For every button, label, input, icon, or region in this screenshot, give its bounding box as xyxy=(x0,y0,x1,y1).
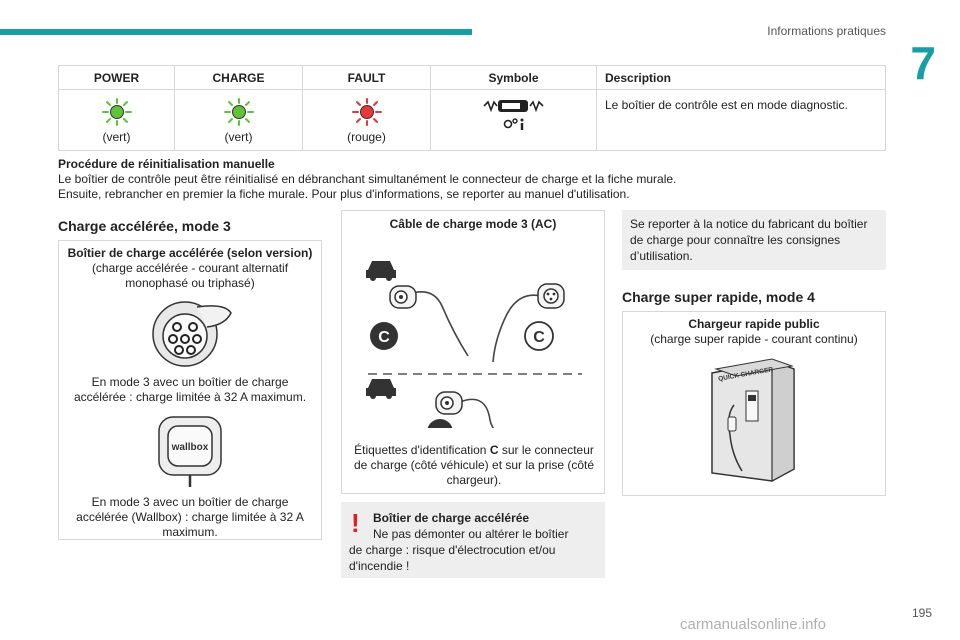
quick-charger-subtitle: (charge super rapide - courant continu) xyxy=(650,332,858,346)
procedure-title: Procédure de réinitialisation manuelle xyxy=(58,157,275,171)
warning-box: ! Boîtier de charge accélérée Ne pas dém… xyxy=(341,502,605,578)
wallbox-device-icon: wallbox xyxy=(158,416,222,487)
cable-caption: Étiquettes d'identification C sur le con… xyxy=(353,443,595,487)
svg-text:C: C xyxy=(533,329,545,346)
table-header-row: POWER CHARGE FAULT Symbole Description xyxy=(58,65,886,90)
charge-led-label: (vert) xyxy=(224,130,253,144)
green-led-icon xyxy=(223,98,254,126)
warning-line-1: Ne pas démonter ou altérer le boîtier xyxy=(373,527,569,541)
warning-line-2: de charge : risque d'électrocution et/ou xyxy=(349,543,556,557)
fault-led-label: (rouge) xyxy=(347,130,386,144)
car-icon xyxy=(366,261,396,281)
wallbox-text-1: En mode 3 avec un boîtier de charge accé… xyxy=(73,375,307,404)
col-fault: FAULT xyxy=(302,65,431,90)
quick-charger-title: Chargeur rapide public xyxy=(688,317,820,331)
col-power: POWER xyxy=(58,65,175,90)
car-icon xyxy=(366,379,396,399)
label-c-filled: C xyxy=(427,419,453,428)
control-box-diagnostic-icon xyxy=(482,100,544,130)
red-led-icon xyxy=(351,98,382,126)
watermark: carmanualsonline.info xyxy=(680,616,826,633)
table-row: (vert) (vert) xyxy=(58,89,886,151)
chapter-number: 7 xyxy=(910,37,936,89)
page-number: 195 xyxy=(911,606,932,620)
wallbox-text-2: En mode 3 avec un boîtier de charge accé… xyxy=(76,495,304,539)
symbol-cell xyxy=(430,89,597,151)
procedure-line-2: Ensuite, rebrancher en premier la fiche … xyxy=(58,187,630,201)
wallbox-box-subtitle: (charge accélérée - courant alternatif m… xyxy=(91,261,289,290)
warning-icon: ! xyxy=(351,508,360,538)
fault-cell: (rouge) xyxy=(302,89,431,151)
reset-procedure: Procédure de réinitialisation manuelle L… xyxy=(58,157,898,202)
col-symbole: Symbole xyxy=(430,65,597,90)
status-table: POWER CHARGE FAULT Symbole Description (… xyxy=(58,65,886,151)
cable-box-title: Câble de charge mode 3 (AC) xyxy=(389,217,557,231)
wallbox-info-box: Boîtier de charge accélérée (selon versi… xyxy=(58,240,322,540)
col-description: Description xyxy=(596,65,886,90)
quick-charger-box: Chargeur rapide public (charge super rap… xyxy=(622,311,886,496)
svg-text:C: C xyxy=(378,329,390,346)
warning-title: Boîtier de charge accélérée xyxy=(373,511,530,525)
cable-info-box: Câble de charge mode 3 (AC) C C xyxy=(341,210,605,494)
green-led-icon xyxy=(101,98,132,126)
col-charge: CHARGE xyxy=(174,65,303,90)
label-c-outline: C xyxy=(524,321,554,351)
charge-cell: (vert) xyxy=(174,89,303,151)
quick-charger-station-icon: QUICK CHARGER xyxy=(711,358,795,483)
section-title: Informations pratiques xyxy=(767,24,886,38)
svg-text:C: C xyxy=(435,425,446,428)
description-cell: Le boîtier de contrôle est en mode diagn… xyxy=(596,89,886,151)
procedure-line-1: Le boîtier de contrôle peut être réiniti… xyxy=(58,172,677,186)
wall-socket-icon xyxy=(152,301,232,367)
wallbox-logo-text: wallbox xyxy=(171,442,209,453)
mode3-heading: Charge accélérée, mode 3 xyxy=(58,218,231,234)
label-c-filled: C xyxy=(370,322,398,350)
mode4-heading: Charge super rapide, mode 4 xyxy=(622,289,815,305)
power-cell: (vert) xyxy=(58,89,175,151)
charging-cable-diagram: C C C xyxy=(366,261,582,428)
notice-box: Se reporter à la notice du fabricant du … xyxy=(622,210,886,270)
power-led-label: (vert) xyxy=(102,130,131,144)
header-accent-bar xyxy=(0,29,472,35)
wallbox-box-title: Boîtier de charge accélérée (selon versi… xyxy=(67,246,313,260)
warning-line-3: d'incendie ! xyxy=(349,559,410,573)
